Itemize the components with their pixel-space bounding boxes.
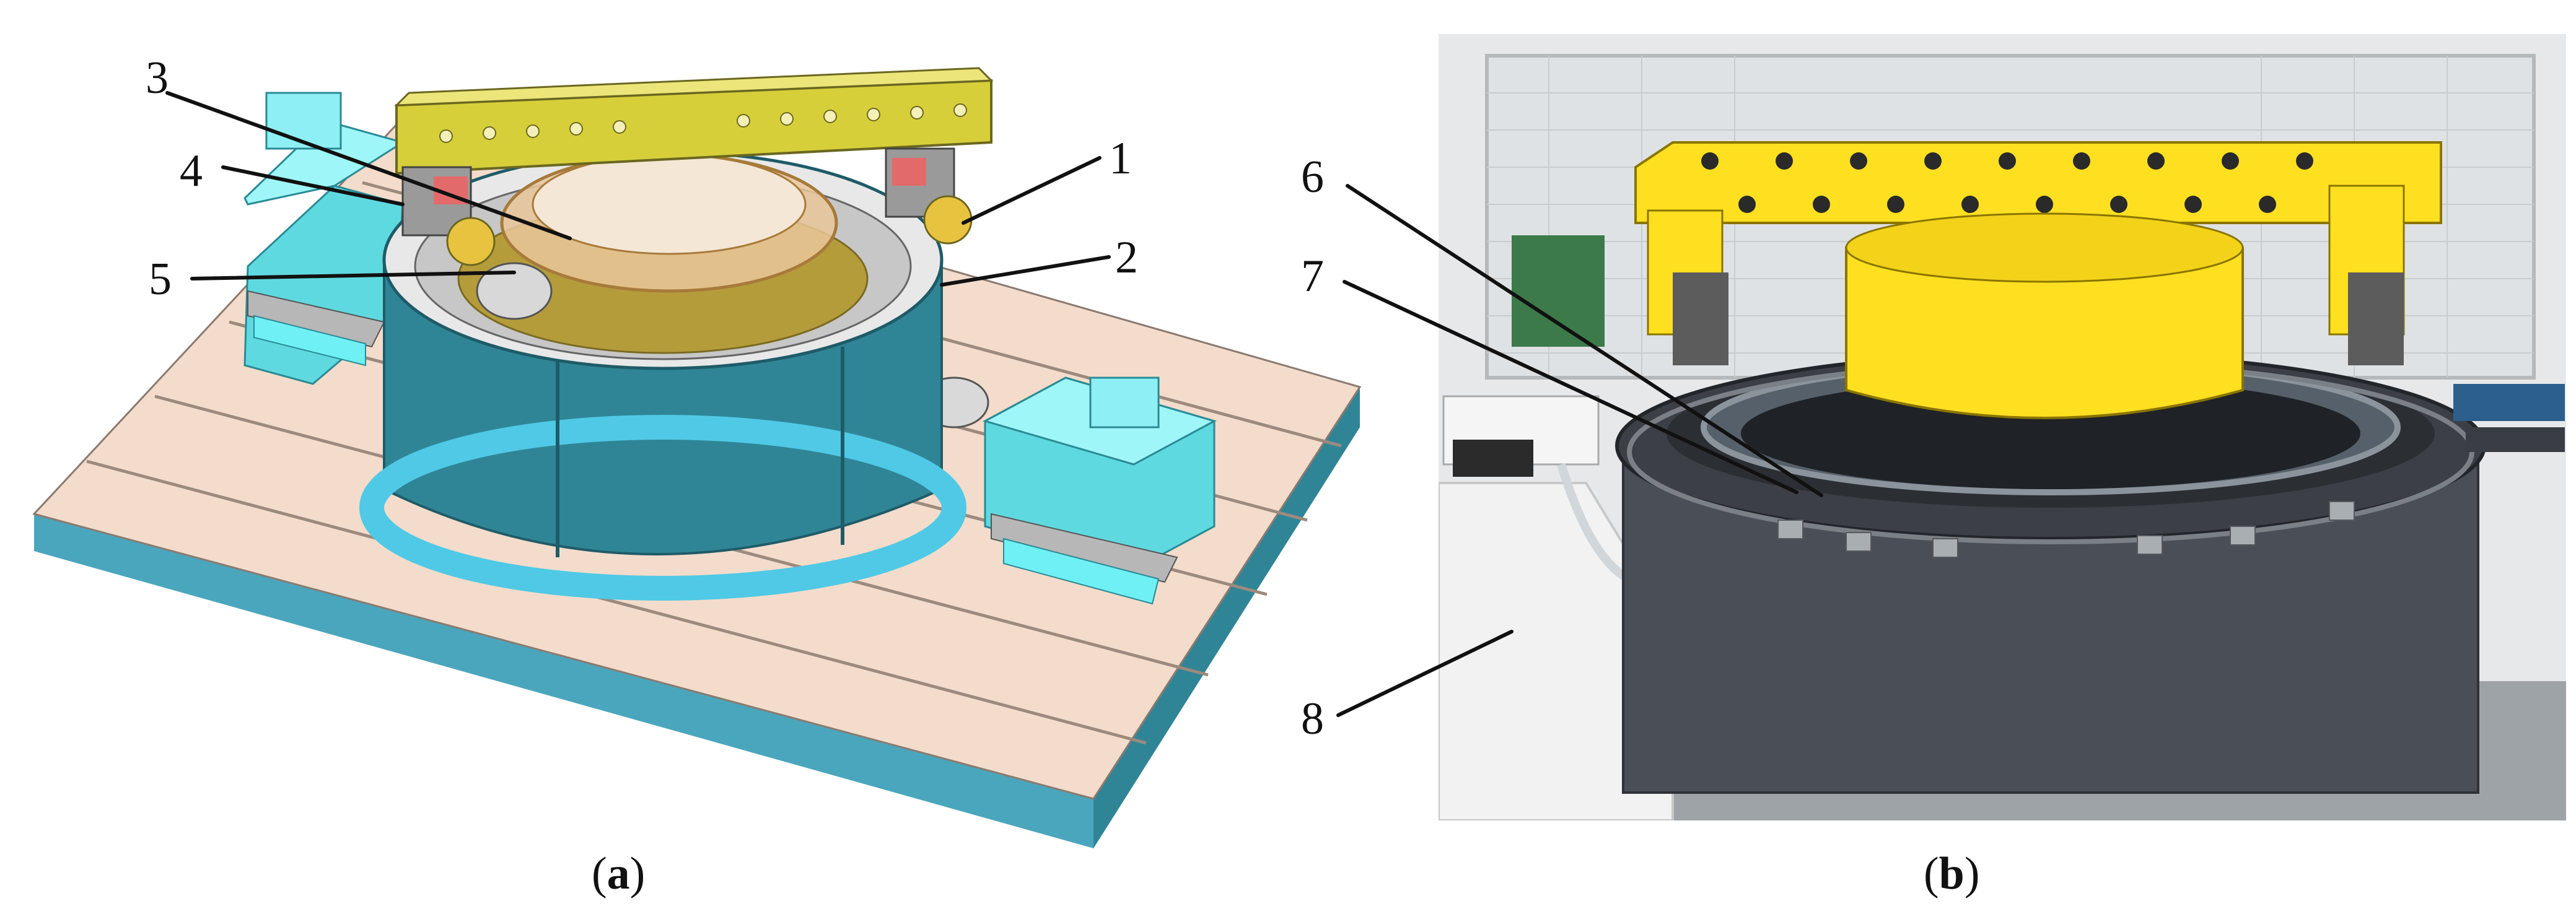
panel-a-cad-model [32,67,1362,848]
callout-8: 8 [1301,694,1324,744]
window [1512,235,1605,347]
panel-a-caption: (a) [592,848,645,899]
leader-line-7 [1343,280,1798,494]
callout-4: 4 [180,146,203,196]
panel-a-leader-lines [165,91,1111,287]
leader-line-2 [940,255,1111,287]
leader-line-5 [190,271,516,281]
leader-line-8 [1336,630,1514,717]
panel-b-leader-lines [1336,184,1823,717]
callout-2: 2 [1115,232,1138,283]
photo-pipe-rack [2453,384,2565,421]
leader-line-4 [221,165,405,206]
leader-line-3 [165,91,572,240]
panel-b-photograph [1439,34,2566,820]
motor-right [919,376,1217,605]
photo-clamps [1777,501,2355,558]
base-plate-left-face [34,514,1093,848]
base-plate-right-face [1093,387,1360,848]
auxiliary-cylinder [476,262,553,320]
callout-7: 7 [1301,251,1324,302]
motor-left [243,92,405,385]
loading-cross-beam [394,67,994,266]
leader-line-6 [1346,184,1823,497]
callout-5: 5 [149,254,172,305]
panel-b-caption: (b) [1924,848,1979,899]
photo-yellow-beam [1634,141,2442,365]
controller-display [1453,440,1533,477]
callout-6: 6 [1301,152,1324,202]
callout-1: 1 [1109,133,1132,184]
bearing-disc [500,153,838,293]
callout-3: 3 [146,53,169,103]
leader-line-1 [962,156,1102,225]
